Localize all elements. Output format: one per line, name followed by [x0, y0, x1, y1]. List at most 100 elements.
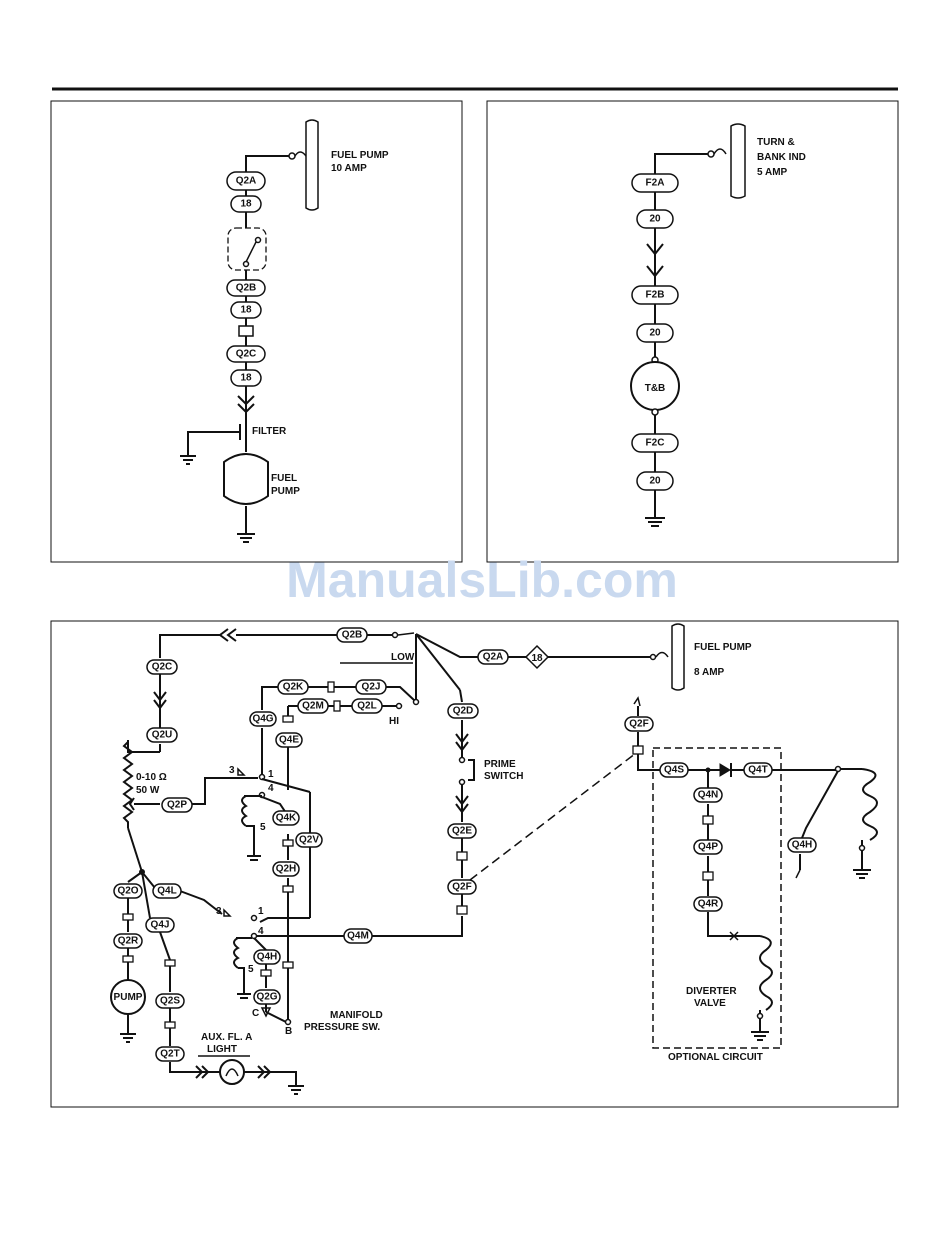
svg-text:20: 20: [649, 476, 661, 487]
optional-circuit-label: OPTIONAL CIRCUIT: [668, 1052, 763, 1063]
panel-main-frame: [50, 620, 899, 1108]
wire-label: Q4G: [249, 711, 277, 727]
svg-text:18: 18: [240, 305, 252, 316]
diverter-coil: [759, 935, 773, 1011]
svg-text:Q2O: Q2O: [117, 886, 138, 897]
wire-label: F2A: [631, 173, 679, 193]
svg-text:Q2B: Q2B: [342, 630, 363, 641]
svg-text:Q2C: Q2C: [152, 662, 173, 673]
resistor-label-2: 50 W: [136, 785, 160, 796]
svg-text:Q2G: Q2G: [256, 992, 277, 1003]
watermark: ManualsLib.com: [286, 552, 678, 608]
wire-gauge-label: 18: [531, 653, 543, 664]
terminal-3: 3: [229, 765, 235, 776]
svg-text:18: 18: [240, 373, 252, 384]
wire-label: 18: [230, 369, 262, 387]
terminal-3b: 3: [216, 906, 222, 917]
svg-text:20: 20: [649, 328, 661, 339]
coil-right: [861, 768, 878, 841]
panel-main: FUEL PUMP 8 AMP LOW 0-10 Ω 50 W: [50, 620, 899, 1108]
terminal-5: 5: [260, 822, 266, 833]
wire-label: Q4M: [343, 928, 373, 944]
svg-text:Q2L: Q2L: [357, 701, 376, 712]
wire-label: Q4S: [659, 762, 689, 778]
terminal-1b: 1: [258, 906, 264, 917]
svg-text:Q2F: Q2F: [452, 882, 471, 893]
diverter-label-1: DIVERTER: [686, 986, 737, 997]
optional-circuit-box: [652, 747, 782, 1049]
wire-label: Q2U: [146, 727, 178, 743]
prime-switch-label-1: PRIME: [484, 759, 516, 770]
pump-label: PUMP: [114, 992, 143, 1003]
wire-label: Q2C: [226, 345, 266, 363]
wire-label: F2B: [631, 285, 679, 305]
wire-label: 18: [230, 301, 262, 319]
wire-label: 18: [230, 195, 262, 213]
wire-label: Q2O: [113, 883, 143, 899]
wire-label: Q2V: [295, 832, 323, 848]
breaker-label-2: 10 AMP: [331, 163, 367, 174]
terminal-4b: 4: [258, 926, 264, 937]
panel-turn-bank: TURN & BANK IND 5 AMP T&B F2A 20 F2B 20 …: [486, 100, 899, 563]
svg-text:Q2J: Q2J: [362, 682, 381, 693]
svg-text:Q4R: Q4R: [698, 899, 719, 910]
wire-label: Q4P: [693, 839, 723, 855]
wire-label: Q2A: [477, 649, 509, 665]
terminal-4: 4: [268, 783, 274, 794]
fuel-pump-label-2: PUMP: [271, 486, 300, 497]
wire-label: Q2B: [336, 627, 368, 643]
svg-text:Q2C: Q2C: [236, 349, 257, 360]
resistor-label-1: 0-10 Ω: [136, 772, 167, 783]
wire-label: Q4N: [693, 787, 723, 803]
svg-text:F2A: F2A: [646, 178, 665, 189]
svg-text:Q2K: Q2K: [283, 682, 304, 693]
solenoid-coil: [241, 795, 248, 827]
svg-text:F2C: F2C: [646, 438, 665, 449]
breaker-label-1: FUEL PUMP: [694, 642, 752, 653]
breaker-label-1: TURN &: [757, 137, 795, 148]
svg-text:Q2T: Q2T: [160, 1049, 179, 1060]
wire-label: Q2P: [161, 797, 193, 813]
instrument-label: T&B: [645, 383, 666, 394]
svg-text:Q2M: Q2M: [302, 701, 324, 712]
svg-text:Q2A: Q2A: [483, 652, 504, 663]
svg-text:Q2P: Q2P: [167, 800, 187, 811]
wire-label: Q2F: [447, 879, 477, 895]
breaker-label-1: FUEL PUMP: [331, 150, 389, 161]
wire-label: Q2T: [155, 1046, 185, 1062]
svg-text:Q4S: Q4S: [664, 765, 684, 776]
wire-label: Q4H: [253, 949, 281, 965]
prime-switch-label-2: SWITCH: [484, 771, 523, 782]
wire-label: Q2L: [351, 698, 383, 714]
wire-label: 20: [636, 323, 674, 343]
svg-text:Q2S: Q2S: [160, 996, 180, 1007]
switch-low-label: LOW: [391, 652, 415, 663]
panel-turn-bank-frame: [486, 100, 899, 563]
breaker-bar: [730, 123, 746, 199]
filter-label: FILTER: [252, 426, 287, 437]
terminal-1: 1: [268, 769, 274, 780]
breaker-terminal: [288, 152, 296, 160]
wire-label: 20: [636, 209, 674, 229]
svg-text:Q4H: Q4H: [257, 952, 278, 963]
wire-label: Q4J: [145, 917, 175, 933]
wire-label: Q4H: [787, 837, 817, 853]
wire-label: Q2G: [253, 989, 281, 1005]
svg-text:Q2R: Q2R: [118, 936, 139, 947]
manifold-label-2: PRESSURE SW.: [304, 1022, 380, 1033]
svg-text:F2B: F2B: [646, 290, 665, 301]
diverter-label-2: VALVE: [694, 998, 726, 1009]
svg-text:20: 20: [649, 214, 661, 225]
wire-label: Q2C: [146, 659, 178, 675]
svg-text:18: 18: [240, 199, 252, 210]
wire-label: Q2K: [277, 679, 309, 695]
wire-label: Q2B: [226, 279, 266, 297]
svg-text:Q2V: Q2V: [299, 835, 319, 846]
aux-light-label-1: AUX. FL. A: [201, 1032, 252, 1043]
aux-light-lamp: [219, 1059, 245, 1085]
wire-label: Q4T: [743, 762, 773, 778]
svg-text:Q2F: Q2F: [629, 719, 648, 730]
svg-text:Q4L: Q4L: [157, 886, 176, 897]
solenoid-coil: [233, 937, 240, 969]
breaker-bar: [671, 623, 685, 691]
